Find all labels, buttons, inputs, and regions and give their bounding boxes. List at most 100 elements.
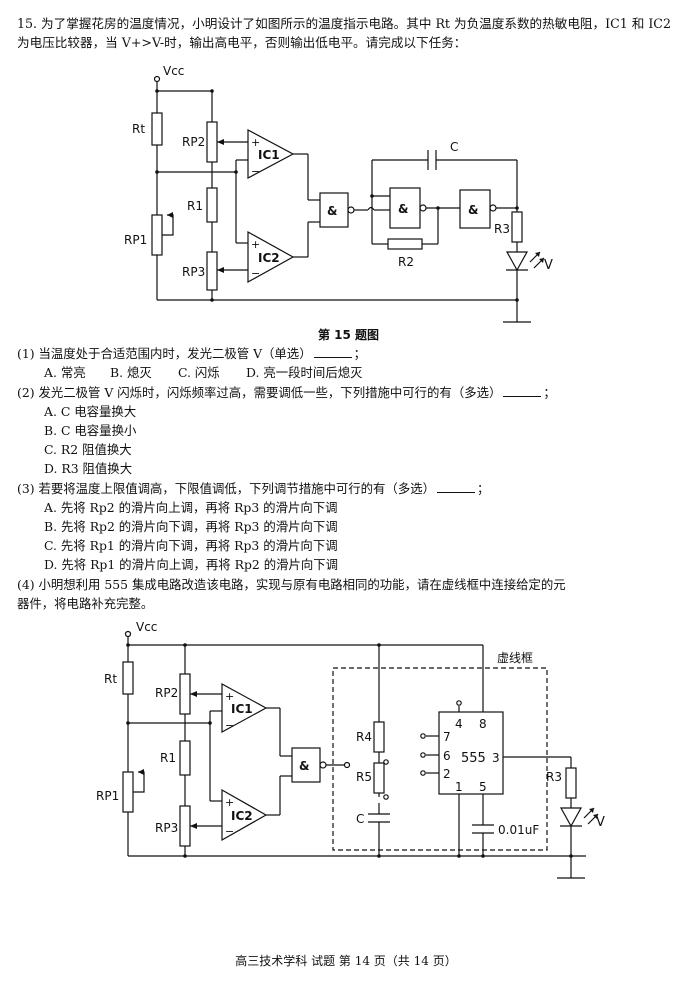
- label-vcc: Vcc: [163, 64, 184, 78]
- rt-resistor-2: [122, 661, 134, 695]
- terminal-r4r5-node: [383, 759, 389, 765]
- label-rt: Rt: [132, 122, 145, 136]
- rp3-potentiometer-2: [179, 805, 191, 847]
- question-intro: 15. 为了掌握花房的温度情况，小明设计了如图所示的温度指示电路。其中 Rt 为…: [17, 16, 671, 50]
- label-pin8: 8: [479, 717, 487, 731]
- label-r5: R5: [356, 770, 372, 784]
- label-ic1-plus-2: +: [225, 690, 234, 703]
- label-ic2-2: IC2: [231, 809, 253, 823]
- label-ic2-minus: −: [251, 267, 260, 280]
- ic1-comparator-2: [221, 682, 268, 734]
- q2-option-d: D. R3 阻值换大: [44, 461, 133, 476]
- label-ic1-minus-2: −: [225, 719, 234, 732]
- q1-answer-blank[interactable]: [313, 345, 352, 358]
- q1-option-b: B. 熄灭: [110, 365, 152, 380]
- label-rt-2: Rt: [104, 672, 117, 686]
- r4-resistor-2: [373, 721, 385, 753]
- label-and-gate: &: [327, 204, 337, 218]
- q2-stem: (2) 发光二极管 V 闪烁时，闪烁频率过高，需要调低一些，下列措施中可行的有（…: [17, 384, 556, 400]
- terminal-pin4: [456, 700, 462, 706]
- vcc-terminal: [153, 75, 161, 83]
- q3-stem: (3) 若要将温度上限值调高，下限值调低，下列调节措施中可行的有（多选）；: [17, 480, 490, 496]
- ic2-comparator: [247, 230, 295, 284]
- q1-option-d: D. 亮一段时间后熄灭: [246, 365, 363, 380]
- led-diode-2: [559, 807, 583, 828]
- q1-option-a: A. 常亮: [44, 365, 86, 380]
- terminal-pin7: [420, 733, 426, 739]
- q2-option-c: C. R2 阻值换大: [44, 442, 132, 457]
- label-rp1-2: RP1: [96, 789, 119, 803]
- r2-resistor: [387, 238, 423, 250]
- label-cap-001uf: 0.01uF: [498, 823, 539, 837]
- r3-resistor: [511, 211, 523, 243]
- label-r4: R4: [356, 730, 372, 744]
- label-ic2-plus: +: [251, 238, 260, 251]
- label-pin3: 3: [492, 751, 500, 765]
- label-pin5: 5: [479, 780, 487, 794]
- q2-answer-blank[interactable]: [503, 384, 542, 397]
- label-cap: C: [450, 140, 458, 154]
- label-rp2-2: RP2: [155, 686, 178, 700]
- rp1-potentiometer-2: [122, 771, 134, 813]
- label-pin1: 1: [455, 780, 463, 794]
- q2-option-a: A. C 电容量换大: [44, 404, 137, 419]
- label-and-gate-2: &: [299, 759, 309, 773]
- label-r3: R3: [494, 222, 510, 236]
- label-ic1: IC1: [258, 148, 280, 162]
- label-r3-2: R3: [546, 770, 562, 784]
- label-chip-555: 555: [461, 751, 486, 766]
- label-rp3-2: RP3: [155, 821, 178, 835]
- label-ic2-plus-2: +: [225, 796, 234, 809]
- label-ic1-plus: +: [251, 136, 260, 149]
- q1-stem: (1) 当温度处于合适范围内时，发光二极管 V（单选）；: [17, 345, 366, 361]
- label-led: V: [544, 258, 553, 273]
- rp3-potentiometer: [206, 251, 218, 291]
- label-r2: R2: [398, 255, 414, 269]
- and-gate-2: [291, 747, 321, 783]
- label-vcc-2: Vcc: [136, 620, 157, 634]
- terminal-r5-bottom: [383, 794, 389, 800]
- label-pin2: 2: [443, 767, 451, 781]
- label-pin6: 6: [443, 749, 451, 763]
- ic1-comparator: [247, 129, 295, 179]
- q4-stem-line2: 器件，将电路补充完整。: [17, 596, 154, 611]
- label-rp2: RP2: [182, 135, 205, 149]
- chip-555: [438, 711, 504, 795]
- rp1-potentiometer: [151, 214, 163, 256]
- and-output-terminal: [343, 761, 351, 769]
- rt-resistor: [151, 112, 163, 146]
- terminal-pin2: [420, 770, 426, 776]
- q3-option-b: B. 先将 Rp2 的滑片向下调，再将 Rp3 的滑片向下调: [44, 519, 338, 534]
- label-pin4: 4: [455, 717, 463, 731]
- q3-option-c: C. 先将 Rp1 的滑片向下调，再将 Rp3 的滑片向下调: [44, 538, 338, 553]
- q3-option-d: D. 先将 Rp1 的滑片向上调，再将 Rp2 的滑片向下调: [44, 557, 339, 572]
- r1-resistor-2: [179, 740, 191, 776]
- label-r1: R1: [187, 199, 203, 213]
- label-nand-gate-1: &: [398, 202, 408, 216]
- q1-option-c: C. 闪烁: [178, 365, 220, 380]
- label-rp1: RP1: [124, 233, 147, 247]
- label-dashed-box: 虚线框: [497, 651, 533, 665]
- terminal-pin6: [420, 752, 426, 758]
- q2-option-b: B. C 电容量换小: [44, 423, 137, 438]
- figure-caption: 第 15 题图: [318, 328, 380, 342]
- label-rp3: RP3: [182, 265, 205, 279]
- label-ic1-2: IC1: [231, 702, 253, 716]
- ic2-comparator-2: [221, 788, 268, 842]
- label-pin7: 7: [443, 730, 451, 744]
- label-nand-gate-2: &: [468, 203, 478, 217]
- label-ic1-minus: −: [251, 165, 260, 178]
- dashed-box: [332, 667, 548, 851]
- r3-resistor-2: [565, 767, 577, 799]
- r5-resistor-2: [373, 762, 385, 794]
- circuit-diagram-1: Vcc Rt RP2 R1 RP1 RP3 IC1 IC2 + − + − & …: [124, 64, 553, 323]
- q3-answer-blank[interactable]: [437, 480, 475, 493]
- q3-option-a: A. 先将 Rp2 的滑片向上调，再将 Rp3 的滑片向下调: [44, 500, 338, 515]
- label-led-2: V: [596, 815, 605, 830]
- label-ic2-minus-2: −: [225, 825, 234, 838]
- r1-resistor: [206, 187, 218, 223]
- label-ic2: IC2: [258, 251, 280, 265]
- rp2-potentiometer-2: [179, 673, 191, 715]
- vcc-terminal-2: [124, 630, 132, 638]
- page-footer: 高三技术学科 试题 第 14 页（共 14 页）: [235, 954, 457, 968]
